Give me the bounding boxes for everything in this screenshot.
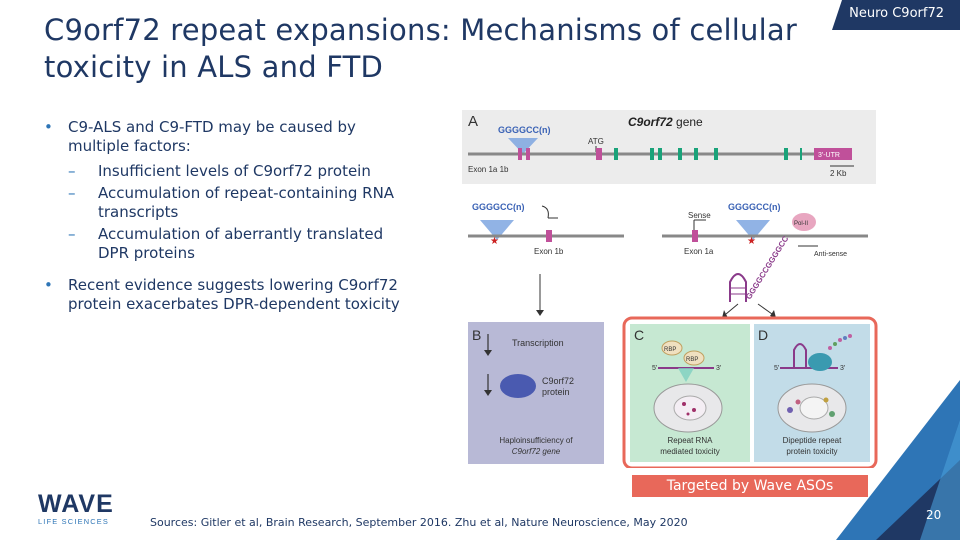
hairpin-icon <box>729 273 747 302</box>
section-tag: Neuro C9orf72 <box>849 6 944 21</box>
sub-bullet-item: Insufficient levels of C9orf72 protein <box>44 162 414 181</box>
scale-label: 2 Kb <box>830 169 847 178</box>
corner-decoration <box>836 340 960 540</box>
panel-c-letter: C <box>634 327 644 343</box>
panel-c-caption-2: mediated toxicity <box>660 447 720 456</box>
wave-logo: WAVE LIFE SCIENCES <box>38 490 114 526</box>
panel-b-caption-1: Haploinsufficiency of <box>499 436 573 445</box>
star-icon: ★ <box>747 236 756 247</box>
panel-d-caption-1: Dipeptide repeat <box>783 436 842 445</box>
exon-label: Exon 1a 1b <box>468 165 509 174</box>
sub-bullet-item: Accumulation of repeat-containing RNA tr… <box>44 184 414 222</box>
section-tag-shape <box>832 0 960 30</box>
antisense-label: Anti-sense <box>814 251 847 258</box>
panel-d-caption-2: protein toxicity <box>786 447 837 456</box>
page-number: 20 <box>926 508 942 522</box>
protein-icon <box>500 374 536 398</box>
utr-label: 3'-UTR <box>818 152 840 159</box>
right-repeat-label: GGGGCC(n) <box>728 202 781 212</box>
three-prime: 3' <box>840 365 845 372</box>
sub-bullet-item: Accumulation of aberrantly translated DP… <box>44 225 414 263</box>
sources-footnote: Sources: Gitler et al, Brain Research, S… <box>150 516 688 529</box>
panel-b-caption-2: C9orf72 gene <box>512 447 561 456</box>
pol-label: Pol-II <box>794 221 808 227</box>
five-prime: 5' <box>652 365 657 372</box>
three-prime: 3' <box>716 365 721 372</box>
rbp-label: RBP <box>664 347 676 353</box>
protein-label-2: protein <box>542 387 570 397</box>
panel-d-letter: D <box>758 327 768 343</box>
left-exon-label: Exon 1b <box>534 247 564 256</box>
panel-a-letter: A <box>468 113 478 130</box>
gene-suffix: gene <box>673 115 703 129</box>
star-icon: ★ <box>490 236 499 247</box>
panel-a-bg <box>462 110 876 184</box>
bullet-item: C9-ALS and C9-FTD may be caused by multi… <box>44 118 414 156</box>
panel-a-repeat: GGGGCC(n) <box>498 125 551 135</box>
left-repeat-label: GGGGCC(n) <box>472 202 525 212</box>
logo-name: WAVE <box>38 490 114 518</box>
rbp-label: RBP <box>686 357 698 363</box>
panel-b-bg <box>468 322 604 464</box>
panel-b-letter: B <box>472 327 481 343</box>
page-title: C9orf72 repeat expansions: Mechanisms of… <box>44 13 797 84</box>
bullet-item: Recent evidence suggests lowering C9orf7… <box>44 276 414 314</box>
logo-sub: LIFE SCIENCES <box>38 517 109 526</box>
right-exon-label: Exon 1a <box>684 247 714 256</box>
repeat-triangle <box>508 138 538 154</box>
mechanism-diagram: A C9orf72 gene GGGGCC(n) ATG 3'-UTR Exon… <box>462 110 878 468</box>
sense-label: Sense <box>688 211 711 220</box>
utr-box <box>814 148 852 160</box>
targeted-frame <box>622 316 878 468</box>
panel-c-caption-1: Repeat RNA <box>668 436 714 445</box>
gene-name: C9orf72 <box>628 115 673 129</box>
five-prime: 5' <box>774 365 779 372</box>
bullet-list: C9-ALS and C9-FTD may be caused by multi… <box>44 118 414 320</box>
transcription-label: Transcription <box>512 338 564 348</box>
gene-label: C9orf72 gene <box>628 115 703 129</box>
ribosome-icon <box>808 353 832 371</box>
targeted-label: Targeted by Wave ASOs <box>632 475 868 497</box>
protein-label-1: C9orf72 <box>542 376 574 386</box>
atg-label: ATG <box>588 137 604 146</box>
pol2-icon <box>792 213 816 231</box>
